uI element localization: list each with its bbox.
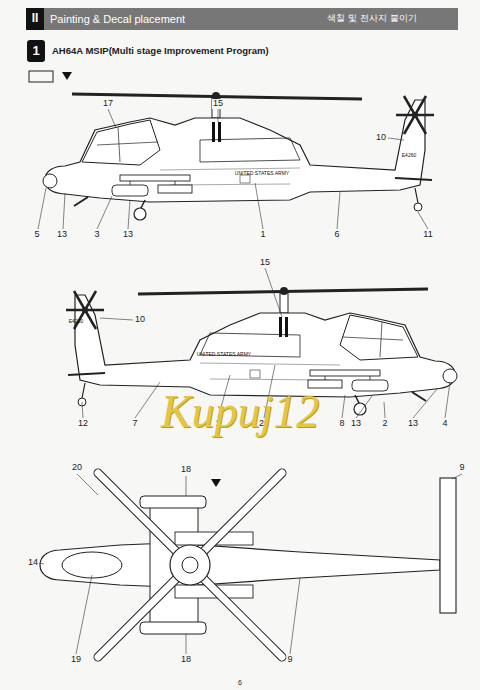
decal-text: UNITED STATES ARMY — [197, 352, 251, 358]
callout-number: 11 — [422, 230, 433, 240]
callout-number: 13 — [407, 419, 419, 429]
callout-number: 18 — [180, 465, 192, 475]
callout-number: 9 — [286, 655, 293, 665]
callout-number: 13 — [56, 230, 68, 240]
decal-text: E4260 — [69, 319, 83, 325]
callout-number: 10 — [134, 315, 146, 325]
callout-number: 13 — [122, 230, 134, 240]
version-title: AH64A MSIP(Multi stage Improvement Progr… — [52, 46, 269, 56]
callout-number: 4 — [441, 419, 448, 429]
callout-number: 9 — [458, 463, 465, 473]
callout-number: 6 — [333, 230, 340, 240]
callout-number: 1 — [259, 230, 266, 240]
korean-heading: 색칠 및 전사지 붙이기 — [327, 14, 417, 24]
page-number: 6 — [238, 679, 242, 687]
watermark: Kupuj12 — [161, 387, 319, 438]
callout-number: 8 — [338, 419, 345, 429]
callout-number: 7 — [131, 419, 138, 429]
callout-number: 19 — [70, 655, 82, 665]
page-heading: Painting & Decal placement — [50, 13, 185, 25]
callout-number: 18 — [180, 655, 192, 665]
callout-number: 20 — [71, 463, 83, 473]
callout-number: 5 — [33, 230, 40, 240]
callout-number: 12 — [77, 419, 89, 429]
callout-number: 17 — [102, 99, 114, 109]
callout-number: 10 — [375, 133, 387, 143]
decal-text: E4260 — [402, 153, 416, 159]
callout-number: 13 — [350, 419, 362, 429]
version-number: 1 — [32, 44, 39, 58]
callout-number: 3 — [93, 230, 100, 240]
decal-text: UNITED STATES ARMY — [235, 171, 289, 177]
callout-number: 15 — [212, 99, 224, 109]
callout-number: 14 — [27, 558, 39, 568]
section-number: II — [32, 12, 39, 25]
callout-number: 15 — [259, 258, 271, 268]
callout-number: 2 — [381, 419, 388, 429]
